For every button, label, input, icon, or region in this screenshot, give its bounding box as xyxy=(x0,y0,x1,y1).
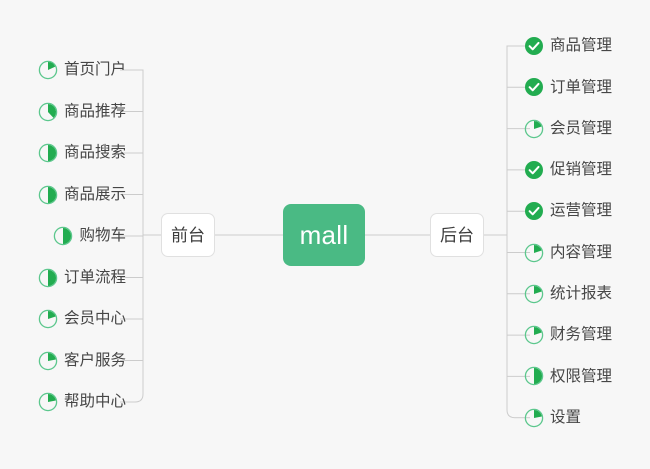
leaf-node-right_branch-0[interactable]: 商品管理 xyxy=(524,33,612,59)
leaf-node-label: 会员管理 xyxy=(550,119,613,137)
check-circle-icon xyxy=(525,202,543,221)
check-circle-icon xyxy=(525,160,543,179)
check-circle-icon xyxy=(525,78,543,97)
pie-progress-icon xyxy=(524,325,544,345)
leaf-node-label: 购物车 xyxy=(79,227,126,245)
leaf-node-left_branch-3[interactable]: 商品展示 xyxy=(38,182,126,208)
leaf-node-left_branch-4[interactable]: 购物车 xyxy=(53,223,126,249)
pie-progress-icon xyxy=(38,309,58,329)
spine-left xyxy=(134,69,144,403)
pie-progress-icon xyxy=(38,268,58,287)
leaf-node-label: 商品管理 xyxy=(550,37,613,55)
leaf-node-label: 内容管理 xyxy=(550,243,613,261)
center-node-mall[interactable]: mall xyxy=(283,204,365,266)
leaf-node-label: 设置 xyxy=(550,408,582,426)
branch-node-frontend-label: 前台 xyxy=(171,225,205,245)
leaf-node-right_branch-7[interactable]: 财务管理 xyxy=(524,322,612,348)
pie-progress-icon xyxy=(54,226,73,246)
leaf-node-left_branch-6[interactable]: 会员中心 xyxy=(38,306,126,332)
branch-node-backend[interactable]: 后台 xyxy=(430,213,484,257)
leaf-node-left_branch-2[interactable]: 商品搜索 xyxy=(38,140,126,166)
pie-progress-icon xyxy=(524,243,544,262)
leaf-node-label: 帮助中心 xyxy=(63,393,126,411)
pie-progress-icon xyxy=(38,392,58,412)
pie-progress-icon xyxy=(524,367,544,386)
pie-progress-icon xyxy=(38,351,58,370)
pie-progress-icon xyxy=(38,102,58,121)
leaf-node-label: 订单管理 xyxy=(550,78,613,96)
leaf-node-right_branch-8[interactable]: 权限管理 xyxy=(524,363,612,389)
leaf-node-left_branch-5[interactable]: 订单流程 xyxy=(38,265,126,291)
check-circle-icon xyxy=(525,37,543,55)
pie-progress-icon xyxy=(524,119,544,138)
leaf-node-right_branch-6[interactable]: 统计报表 xyxy=(524,281,612,307)
leaf-node-label: 客户服务 xyxy=(63,351,126,369)
leaf-node-right_branch-3[interactable]: 促销管理 xyxy=(524,157,612,183)
leaf-node-right_branch-5[interactable]: 内容管理 xyxy=(524,240,612,266)
leaf-node-label: 商品推荐 xyxy=(63,102,126,120)
leaf-node-label: 财务管理 xyxy=(550,326,613,344)
leaf-node-label: 统计报表 xyxy=(550,285,613,303)
spine-right xyxy=(506,45,516,419)
leaf-node-label: 订单流程 xyxy=(63,268,126,286)
leaf-node-label: 促销管理 xyxy=(550,161,613,179)
pie-progress-icon xyxy=(38,60,58,80)
pie-progress-icon xyxy=(524,284,544,304)
leaf-node-left_branch-8[interactable]: 帮助中心 xyxy=(38,389,126,415)
leaf-node-right_branch-1[interactable]: 订单管理 xyxy=(524,74,612,100)
leaf-node-label: 首页门户 xyxy=(63,61,126,79)
leaf-node-right_branch-2[interactable]: 会员管理 xyxy=(524,116,612,142)
leaf-node-label: 会员中心 xyxy=(63,310,126,328)
pie-progress-icon xyxy=(38,185,58,204)
leaf-node-left_branch-7[interactable]: 客户服务 xyxy=(38,348,126,374)
leaf-node-label: 权限管理 xyxy=(550,367,613,385)
leaf-node-right_branch-4[interactable]: 运营管理 xyxy=(524,198,612,224)
leaf-node-left_branch-0[interactable]: 首页门户 xyxy=(38,57,126,83)
branch-node-frontend[interactable]: 前台 xyxy=(161,213,215,257)
branch-node-backend-label: 后台 xyxy=(440,225,474,245)
leaf-node-left_branch-1[interactable]: 商品推荐 xyxy=(38,99,126,125)
pie-progress-icon xyxy=(524,408,544,427)
leaf-node-label: 运营管理 xyxy=(550,202,613,220)
leaf-node-label: 商品搜索 xyxy=(63,144,126,162)
pie-progress-icon xyxy=(38,143,58,163)
leaf-node-right_branch-9[interactable]: 设置 xyxy=(524,405,581,431)
center-node-label: mall xyxy=(299,220,349,250)
leaf-node-label: 商品展示 xyxy=(63,185,126,203)
